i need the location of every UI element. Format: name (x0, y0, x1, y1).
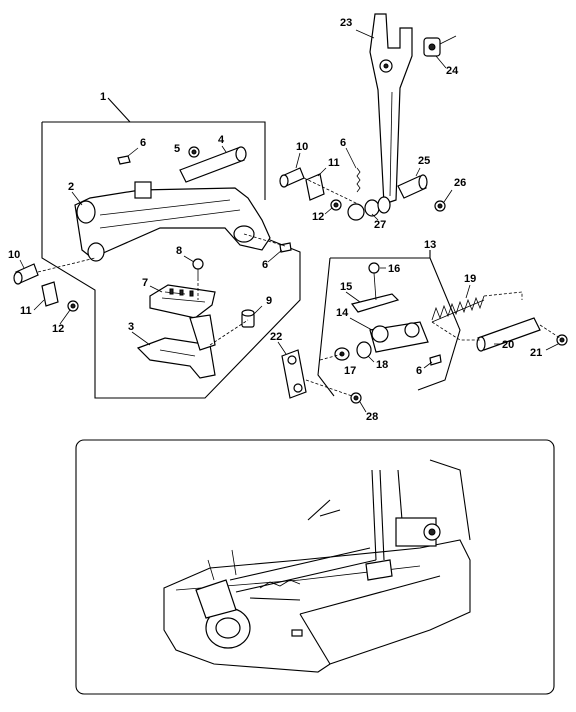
label-1: 1 (100, 91, 106, 103)
part-5-screw (188, 146, 200, 158)
assembly-guide-lines-13 (319, 291, 561, 361)
label-2: 2 (68, 181, 74, 193)
part-26-screw (434, 200, 446, 212)
label-23: 23 (340, 17, 352, 29)
label-15: 15 (340, 281, 352, 293)
part-8-screw (192, 258, 204, 278)
label-7: 7 (142, 277, 148, 289)
label-19: 19 (464, 273, 476, 285)
label-12-left: 12 (52, 323, 64, 335)
part-10-cap-left (13, 263, 39, 285)
assembly-1-frame (41, 97, 301, 399)
part-7-feed-dog (149, 284, 216, 319)
label-6-b: 6 (262, 259, 268, 271)
label-24: 24 (446, 65, 459, 77)
callouts: 1 2 3 4 5 6 6 6 6 7 8 9 10 1 (8, 17, 559, 423)
label-27: 27 (374, 219, 386, 231)
screw-6-a (117, 155, 131, 165)
assembly-13-frame (317, 250, 461, 397)
part-11-plate-right (305, 173, 325, 201)
label-8: 8 (176, 245, 182, 257)
part-9-nut (241, 309, 255, 328)
part-2-lever (74, 181, 271, 262)
part-28-screw (305, 379, 362, 404)
part-19-spring (431, 295, 485, 323)
label-6-d: 6 (416, 365, 422, 377)
label-10-left: 10 (8, 249, 20, 261)
part-10-cap-right (279, 167, 305, 188)
part-23-lever (369, 13, 413, 205)
part-25-shaft (397, 174, 428, 199)
part-24-collar (423, 35, 457, 57)
part-16-screw (368, 262, 380, 301)
part-20-shaft (476, 317, 541, 352)
part-4-shaft (179, 146, 247, 183)
part-27-bushings (347, 196, 391, 221)
label-3: 3 (128, 321, 134, 333)
machine-inset (75, 439, 555, 695)
part-22-link (281, 349, 307, 399)
label-18: 18 (376, 359, 388, 371)
part-3-bracket (136, 314, 216, 379)
part-12-screw-left (67, 300, 79, 312)
spring-6-c (356, 167, 361, 193)
part-11-plate-left (41, 281, 59, 307)
label-11-left: 11 (20, 305, 32, 317)
label-20: 20 (502, 339, 514, 351)
part-14-block (369, 321, 429, 353)
part-18-bush (356, 341, 372, 359)
part-12-screw-right (330, 199, 342, 211)
label-13: 13 (424, 239, 436, 251)
label-22: 22 (270, 331, 282, 343)
label-6-a: 6 (140, 137, 146, 149)
label-26: 26 (454, 177, 466, 189)
label-16: 16 (388, 263, 400, 275)
label-12-right: 12 (312, 211, 324, 223)
label-6-c: 6 (340, 137, 346, 149)
label-11-right: 11 (328, 157, 340, 169)
label-5: 5 (174, 143, 180, 155)
part-21-screw (556, 334, 568, 346)
assembly-guide-lines-1 (37, 177, 361, 346)
label-21: 21 (530, 347, 542, 359)
label-4: 4 (218, 134, 225, 146)
part-15-plate (350, 293, 400, 313)
label-25: 25 (418, 155, 430, 167)
label-14: 14 (336, 307, 349, 319)
label-17: 17 (344, 365, 356, 377)
label-9: 9 (266, 295, 272, 307)
label-28: 28 (366, 411, 378, 423)
label-10-right: 10 (296, 141, 308, 153)
screw-6-d (429, 354, 442, 366)
